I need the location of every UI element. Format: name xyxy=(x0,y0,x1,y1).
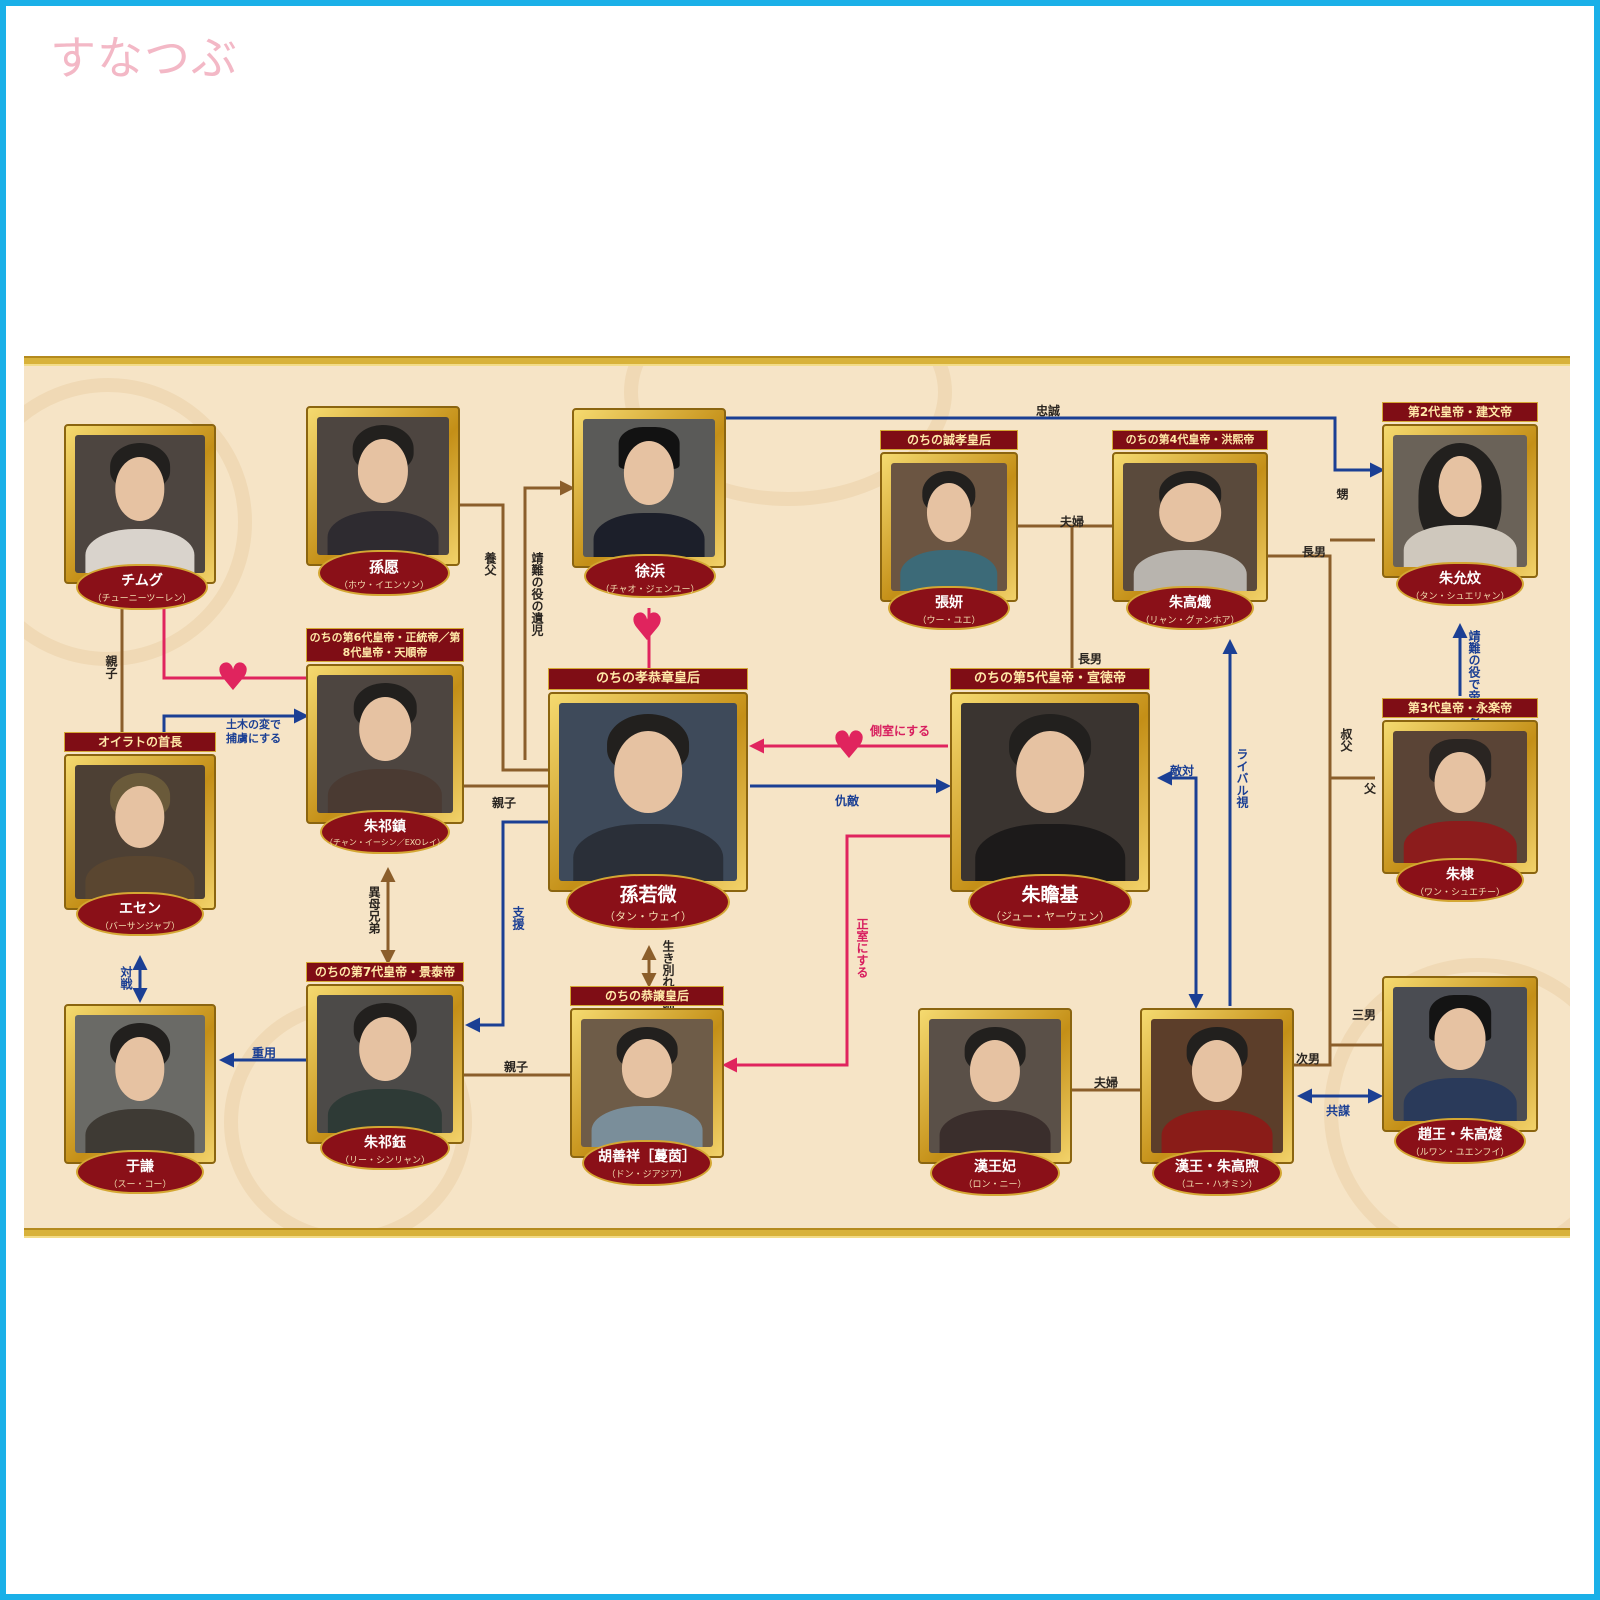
label-oi: 甥 xyxy=(1335,488,1349,500)
label-shinshi-bottom: 親子 xyxy=(504,1060,529,1074)
character-name: 張妍 xyxy=(935,595,963,611)
label-chichi: 父 xyxy=(1364,782,1377,796)
actor-name: （リャン・グァンホア） xyxy=(1140,616,1240,626)
actor-name: （チャン・イーシン／EXOレイ） xyxy=(324,838,446,847)
actor-name: （ユー・ハオミン） xyxy=(1176,1180,1258,1190)
line-esen-shukichin xyxy=(162,708,309,738)
character-name: チムグ xyxy=(121,573,163,589)
actor-name: （タン・シュエリャン） xyxy=(1410,592,1510,602)
actor-name: （タン・ウェイ） xyxy=(604,910,692,923)
actor-name: （リー・シンリャン） xyxy=(339,1156,430,1166)
label-shinshi-mid: 親子 xyxy=(492,796,517,810)
label-tekitai: 敵対 xyxy=(1170,764,1195,778)
label-taisen: 対戦 xyxy=(119,966,133,990)
character-title: のちの第7代皇帝・景泰帝 xyxy=(306,962,464,982)
watermark: すなつぶ xyxy=(50,31,238,85)
line-johin-shuinbun xyxy=(705,416,1385,478)
character-title: 第2代皇帝・建文帝 xyxy=(1382,402,1538,422)
label-yofu: 養父 xyxy=(483,552,497,576)
actor-name: （スー・コー） xyxy=(108,1180,172,1190)
character-name: 朱高熾 xyxy=(1169,595,1211,611)
label-seinan-yuji: 靖難の役の遺児 xyxy=(530,552,544,636)
actor-name: （ジュー・ヤーウェン） xyxy=(989,910,1111,923)
label-seishitsu: 正室にする xyxy=(855,918,869,978)
actor-name: （ドン・ジアジア） xyxy=(606,1170,688,1180)
character-title: のちの第5代皇帝・宣徳帝 xyxy=(950,668,1150,690)
label-chonan-mid: 長男 xyxy=(1078,652,1103,666)
actor-name: （バーサンジャブ） xyxy=(99,922,181,932)
character-name: 胡善祥［蔓茵］ xyxy=(598,1149,696,1165)
label-sokushitsu: 側室にする xyxy=(870,724,931,738)
label-shinshi-left: 親子 xyxy=(104,655,118,679)
label-sannan: 三男 xyxy=(1352,1008,1377,1022)
heart-icon: ♥ xyxy=(216,655,251,699)
actor-name: （ウー・ユエ） xyxy=(917,616,981,626)
character-name: 于謙 xyxy=(126,1159,154,1175)
label-ibo-kyodai: 異母兄弟 xyxy=(367,886,381,934)
character-name: 孫若微 xyxy=(619,884,677,906)
label-fufu-top: 夫婦 xyxy=(1060,515,1085,529)
actor-name: （チャオ・ジェンユー） xyxy=(600,585,700,595)
character-title: のちの孝恭章皇后 xyxy=(548,668,748,690)
character-name: 朱祁鈺 xyxy=(364,1135,406,1151)
line-shusenki-kanou xyxy=(1157,770,1204,1009)
character-name: 漢王・朱高煦 xyxy=(1175,1159,1259,1175)
line-sonken-sonjakubi xyxy=(460,503,563,778)
character-name: 趙王・朱高燧 xyxy=(1418,1127,1502,1143)
character-name: エセン xyxy=(119,901,161,917)
character-title: のちの誠孝皇后 xyxy=(880,430,1018,450)
character-name: 徐浜 xyxy=(634,562,665,580)
line-seinan-johin xyxy=(523,480,575,760)
character-title: オイラトの首長 xyxy=(64,732,216,752)
line-shusenki-kozenshou xyxy=(722,834,955,1073)
actor-name: （ワン・シュエチー） xyxy=(1414,888,1505,898)
line-chimugu-shukichin xyxy=(162,600,306,680)
character-name: 朱祁鎮 xyxy=(364,819,406,835)
line-shukoshi-shutei xyxy=(1268,554,1332,1067)
line-support xyxy=(465,820,560,1033)
label-kyuteki: 仇敵 xyxy=(835,794,860,808)
heart-icon: ♥ xyxy=(832,723,867,767)
bottom-gold-band xyxy=(24,1228,1570,1238)
label-chonan-top: 長男 xyxy=(1302,545,1327,559)
heart-icon: ♥ xyxy=(630,605,665,649)
top-gold-band xyxy=(24,356,1570,366)
character-name: 朱棣 xyxy=(1446,867,1474,883)
character-name: 孫愿 xyxy=(368,558,399,576)
character-name: 朱允炆 xyxy=(1439,571,1481,587)
character-title: のちの恭譲皇后 xyxy=(570,986,724,1006)
character-title: のちの第6代皇帝・正統帝／第8代皇帝・天順帝 xyxy=(306,628,464,662)
character-title: のちの第4代皇帝・洪熙帝 xyxy=(1112,430,1268,450)
label-chusei: 忠誠 xyxy=(1036,404,1061,418)
character-name: 漢王妃 xyxy=(974,1159,1016,1175)
actor-name: （ロン・ニー） xyxy=(963,1180,1027,1190)
label-jinan: 次男 xyxy=(1296,1052,1321,1066)
label-shien: 支援 xyxy=(511,906,525,930)
actor-name: （ホウ・イエンソン） xyxy=(339,581,429,591)
label-juyo: 重用 xyxy=(252,1046,277,1060)
character-name: 朱瞻基 xyxy=(1021,884,1079,906)
actor-name: （ルワン・ユエンフイ） xyxy=(1410,1148,1510,1158)
label-fufu-bottom: 夫婦 xyxy=(1094,1076,1119,1090)
actor-name: （チューニーツーレン） xyxy=(92,594,192,604)
character-title: 第3代皇帝・永楽帝 xyxy=(1382,698,1538,718)
label-rival: ライバル視 xyxy=(1235,748,1249,808)
label-kyobo: 共謀 xyxy=(1326,1104,1351,1118)
label-dobokunohen: 土木の変で捕虜にする xyxy=(226,718,282,745)
label-shukufu: 叔父 xyxy=(1339,728,1353,752)
label-seinan-koui: 靖難の役で帝位を簒奪する xyxy=(1466,630,1481,774)
